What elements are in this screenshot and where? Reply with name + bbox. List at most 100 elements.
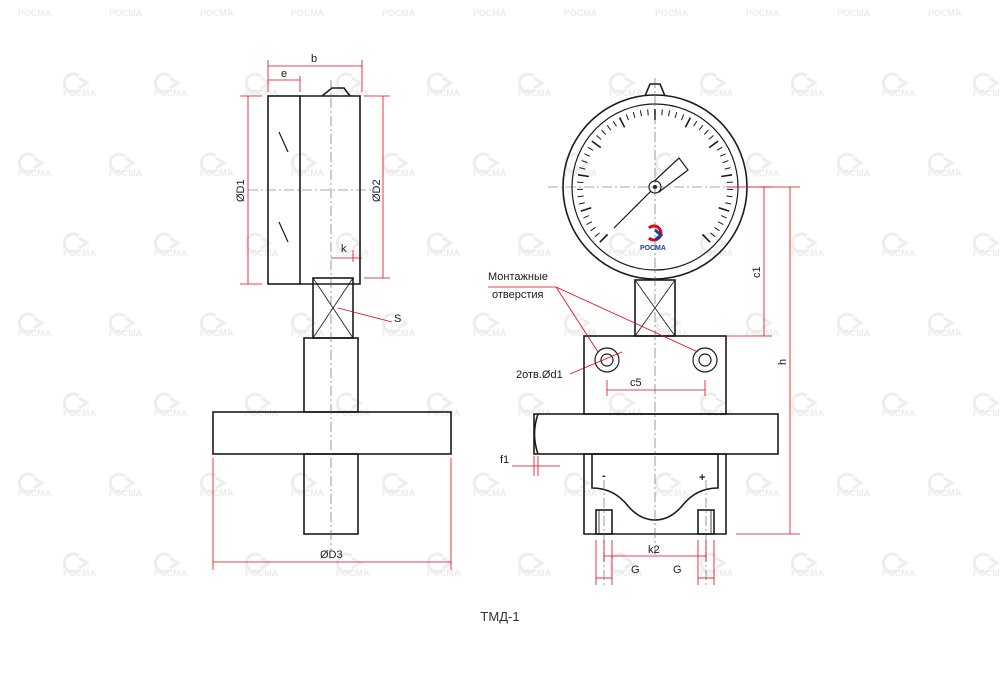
dial-tick (581, 160, 588, 164)
watermark-text: РОСМА (473, 8, 507, 18)
watermark-logo-icon (153, 552, 171, 574)
watermark-logo-icon (608, 552, 626, 574)
dial-tick (647, 109, 649, 116)
dim-h-label: h (777, 359, 789, 365)
watermark-logo: РОСМА (17, 312, 52, 338)
watermark-logo: РОСМА (426, 232, 461, 258)
watermark-text: РОСМА (291, 168, 325, 178)
dial-tick (724, 167, 731, 170)
watermark-text: РОСМА (63, 568, 97, 578)
watermark-logo-icon (699, 392, 717, 414)
watermark-text: РОСМА (746, 328, 780, 338)
watermark-logo-icon (199, 312, 217, 334)
watermark-logo: РОСМА (153, 72, 188, 98)
watermark-logo-icon (790, 232, 808, 254)
watermark-text: РОСМА (609, 408, 643, 418)
watermark-logo-icon (335, 552, 353, 574)
watermark-logo: РОСМА (108, 152, 143, 178)
watermark-logo: РОСМА (517, 392, 552, 418)
watermark-text: РОСМА (63, 408, 97, 418)
dial-tick (601, 129, 607, 135)
dial-tick (681, 114, 685, 121)
dial-tick (661, 109, 663, 116)
watermark-text: РОСМА (791, 408, 825, 418)
watermark-text: РОСМА (928, 168, 962, 178)
watermark-logo-icon (654, 472, 672, 494)
watermark-logo: РОСМА (699, 552, 734, 578)
watermark-logo: РОСМА (836, 472, 871, 498)
watermark-logo: РОСМА (62, 232, 97, 258)
dial-tick (722, 160, 729, 164)
watermark-text: РОСМА (928, 8, 962, 18)
watermark-text: РОСМА (382, 168, 416, 178)
watermark-text: РОСМА (655, 488, 689, 498)
dial-tick (717, 221, 724, 226)
dim-S-label: S (394, 313, 401, 325)
watermark-logo: РОСМА (745, 472, 780, 498)
watermark-logo: РОСМА (699, 72, 734, 98)
watermark-logo-icon (17, 312, 35, 334)
watermark-text: РОСМА (791, 88, 825, 98)
watermark-text: РОСМА (518, 88, 552, 98)
port-plus-label: + (699, 472, 705, 484)
watermark-text: РОСМА (564, 8, 598, 18)
dial-tick (708, 135, 714, 140)
watermark-text: РОСМА (154, 88, 188, 98)
dial-tick (586, 221, 593, 226)
watermark-logo: РОСМА (108, 472, 143, 498)
watermark-logo-icon (108, 312, 126, 334)
port-minus-label: - (602, 470, 606, 482)
watermark-logo: РОСМА (200, 8, 234, 18)
dial-tick (625, 114, 629, 121)
watermark-text: РОСМА (154, 408, 188, 418)
watermark-logo-icon (335, 232, 353, 254)
watermark-layer: РОСМА РОСМА РОСМА РОСМА РОСМА РОСМА РОСМА РОСМА… (17, 8, 1000, 578)
mount-holes-label-line1: Монтажные (488, 271, 548, 283)
dial-tick (701, 233, 711, 243)
watermark-text: РОСМА (700, 408, 734, 418)
watermark-logo-icon (199, 472, 217, 494)
watermark-text: РОСМА (336, 88, 370, 98)
watermark-logo-icon (654, 312, 672, 334)
watermark-logo-icon (836, 312, 854, 334)
watermark-logo: РОСМА (108, 312, 143, 338)
watermark-text: РОСМА (700, 248, 734, 258)
gauge-logo: РОСМА (640, 224, 666, 252)
dial-tick (639, 110, 642, 117)
watermark-logo: РОСМА (927, 152, 962, 178)
watermark-text: РОСМА (245, 248, 279, 258)
holes-d1-label: 2отв.Ød1 (516, 369, 563, 381)
watermark-logo-icon (381, 152, 399, 174)
watermark-logo-icon (745, 152, 763, 174)
watermark-logo: РОСМА (244, 392, 279, 418)
watermark-logo-icon (927, 152, 945, 174)
dial-tick (587, 146, 594, 151)
watermark-logo-icon (290, 312, 308, 334)
watermark-logo: РОСМА (290, 472, 325, 498)
watermark-text: РОСМА (700, 88, 734, 98)
watermark-logo: РОСМА (745, 312, 780, 338)
watermark-text: РОСМА (518, 568, 552, 578)
watermark-logo-icon (881, 552, 899, 574)
watermark-logo: РОСМА (517, 552, 552, 578)
watermark-logo: РОСМА (426, 552, 461, 578)
dial-tick (606, 125, 612, 131)
watermark-logo-icon (608, 392, 626, 414)
watermark-logo-icon (381, 312, 399, 334)
dim-c5-label: c5 (630, 377, 642, 389)
watermark-text: РОСМА (109, 488, 143, 498)
watermark-logo-icon (608, 232, 626, 254)
watermark-text: РОСМА (18, 328, 52, 338)
dial-tick (618, 117, 626, 128)
watermark-text: РОСМА (973, 248, 1000, 258)
watermark-text: РОСМА (837, 488, 871, 498)
watermark-text: РОСМА (518, 408, 552, 418)
watermark-text: РОСМА (564, 168, 598, 178)
watermark-text: РОСМА (427, 88, 461, 98)
watermark-text: РОСМА (63, 248, 97, 258)
watermark-logo: РОСМА (608, 72, 643, 98)
watermark-logo: РОСМА (517, 72, 552, 98)
watermark-logo-icon (244, 72, 262, 94)
dim-G-left-label: G (631, 564, 640, 576)
watermark-logo-icon (426, 72, 444, 94)
